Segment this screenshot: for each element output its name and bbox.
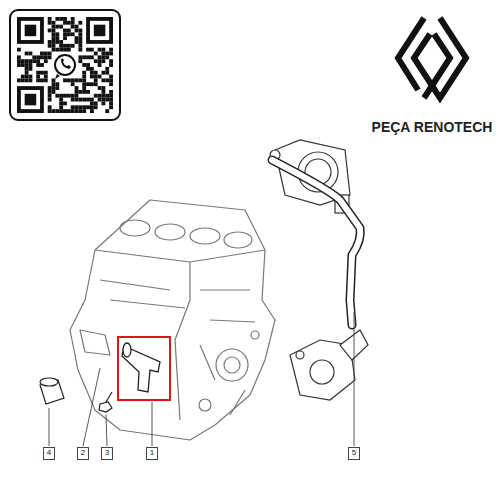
qr-frame [10, 10, 120, 120]
water-outlet [122, 343, 160, 392]
callout-number: 3 [105, 449, 109, 457]
callout-number: 2 [81, 449, 85, 457]
sleeve [40, 378, 64, 404]
callout-box: 4 [43, 447, 55, 460]
callout-number: 1 [150, 449, 154, 457]
hose-inner [272, 160, 360, 325]
leader-lines [49, 312, 354, 446]
callout-box: 5 [348, 447, 360, 460]
whatsapp-icon [52, 52, 78, 79]
renault-logo [398, 18, 466, 98]
callout-box: 3 [101, 447, 113, 460]
callout-box: 1 [146, 447, 158, 460]
thermostat-housing [290, 330, 368, 400]
qr-code [17, 17, 113, 113]
bolt [99, 392, 112, 412]
callout-box: 2 [77, 447, 89, 460]
brand-label: PEÇA RENOTECH [372, 119, 493, 135]
callout-number: 4 [47, 449, 51, 457]
callout-number: 5 [352, 449, 356, 457]
highlight-box [118, 337, 170, 400]
hose [272, 160, 360, 325]
engine-block [70, 200, 275, 440]
